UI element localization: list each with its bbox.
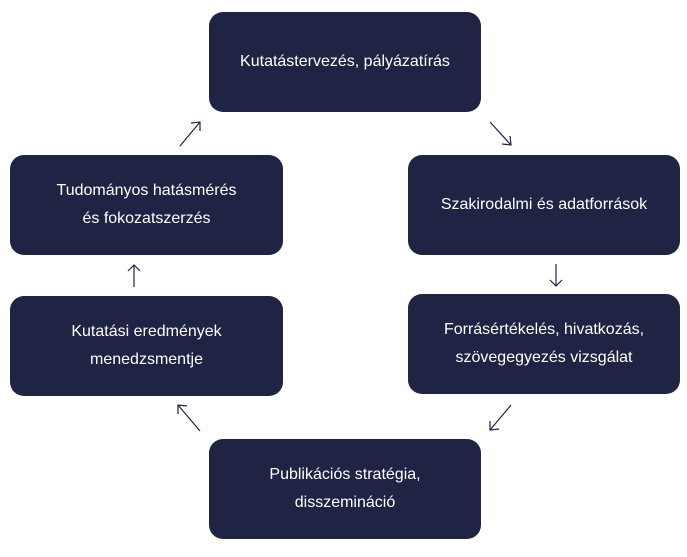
node-label: Forrásértékelés, hivatkozás, szövegegyez…: [443, 321, 645, 366]
node-results-management: Kutatási eredmények menedzsmentje: [10, 296, 283, 396]
node-impact-measurement: Tudományos hatásmérés és fokozatszerzés: [10, 155, 283, 255]
arrowhead-n3-n4: [177, 404, 188, 414]
arrowhead-n5-n0: [190, 121, 201, 131]
arrowhead-n2-n3: [489, 421, 500, 431]
arrow-n5-n0: [179, 121, 201, 147]
node-literature-sources: Szakirodalmi és adatforrások: [408, 155, 680, 255]
node-label: Kutatási eredmények menedzsmentje: [71, 323, 222, 368]
node-label: Tudományos hatásmérés és fokozatszerzés: [56, 182, 237, 227]
node-label: Kutatástervezés, pályázatírás: [240, 53, 450, 70]
arrowhead-n0-n1: [501, 135, 512, 146]
node-label: Publikációs stratégia, disszemináció: [269, 466, 421, 511]
node-research-planning: Kutatástervezés, pályázatírás: [209, 12, 481, 112]
arrow-n0-n1: [489, 121, 512, 146]
arrowhead-n4-n5: [127, 264, 141, 272]
arrow-n2-n3: [489, 404, 512, 431]
node-source-evaluation: Forrásértékelés, hivatkozás, szövegegyez…: [408, 294, 680, 394]
node-label: Szakirodalmi és adatforrások: [440, 196, 648, 213]
arrowhead-n1-n2: [549, 279, 563, 287]
arrow-n3-n4: [177, 404, 201, 432]
node-publication-strategy: Publikációs stratégia, disszemináció: [209, 439, 481, 539]
